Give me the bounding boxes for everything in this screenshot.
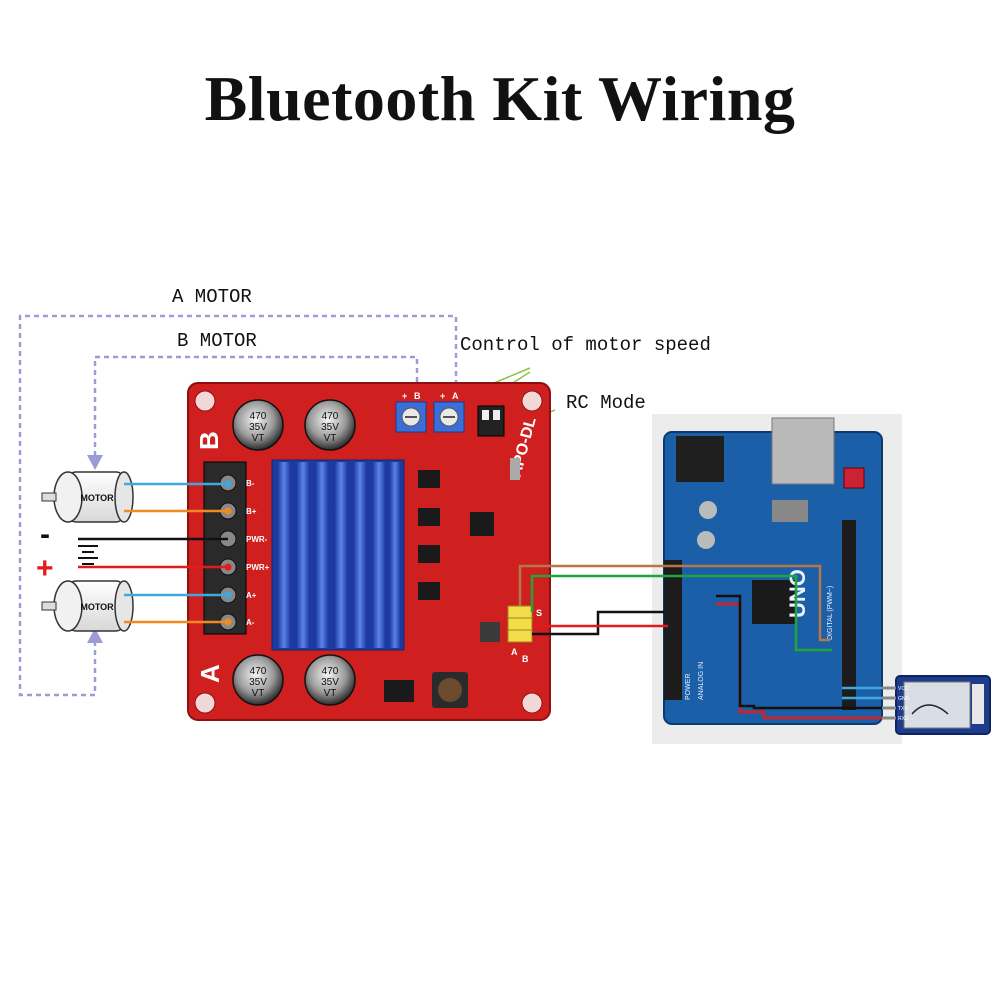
arrow-down-icon: [87, 455, 103, 470]
battery-plus: +: [36, 552, 54, 585]
svg-text:GND: GND: [898, 696, 910, 702]
svg-text:PWR+: PWR+: [246, 563, 270, 572]
svg-text:A+: A+: [246, 591, 257, 600]
wire-green-signal: [530, 574, 832, 652]
terminal-labels: B- B+ PWR- PWR+ A+ A-: [246, 479, 270, 627]
wire-contact-dots: [224, 480, 232, 626]
svg-text:B-: B-: [246, 479, 255, 488]
capacitor-bottom-left: 470 35V VT: [232, 654, 284, 706]
wires: [78, 482, 882, 720]
wire-black-bt: [716, 594, 882, 710]
arduino-digital-label: DIGITAL (PWM~): [827, 586, 834, 640]
svg-text:B: B: [522, 654, 529, 664]
bluetooth-module: VCC GND TXD RXD: [882, 675, 991, 735]
board-chips: [384, 458, 520, 708]
svg-text:B+: B+: [246, 507, 257, 516]
capacitor-top-right: 470 35V VT: [304, 399, 356, 451]
arduino-power-label: POWER: [685, 674, 692, 700]
header-labels: A B S: [511, 608, 542, 664]
svg-text:470: 470: [322, 411, 339, 422]
potentiometer-b[interactable]: [395, 401, 427, 433]
driver-board: B A APO-DL 470 35V VT 470 35V VT 470 35V…: [187, 382, 551, 721]
board-side-a: A: [195, 664, 225, 683]
svg-text:B: B: [414, 391, 421, 401]
svg-text:470: 470: [250, 666, 267, 677]
a-motor-label: A MOTOR: [172, 286, 252, 308]
svg-text:VT: VT: [324, 688, 337, 699]
svg-text:+: +: [440, 391, 445, 401]
motor-b: MOTOR: [41, 471, 134, 523]
svg-text:35V: 35V: [249, 677, 267, 688]
screw-terminal: [203, 461, 247, 635]
svg-text:470: 470: [322, 666, 339, 677]
svg-text:+: +: [402, 391, 407, 401]
svg-text:VCC: VCC: [898, 686, 909, 692]
board-side-b: B: [194, 431, 224, 450]
wire-black-gnd: [532, 610, 664, 636]
b-motor-label: B MOTOR: [177, 330, 257, 352]
svg-text:RXD: RXD: [898, 716, 909, 722]
svg-text:35V: 35V: [321, 677, 339, 688]
wire-brown-signal: [518, 564, 830, 642]
svg-text:35V: 35V: [249, 422, 267, 433]
svg-text:VT: VT: [252, 688, 265, 699]
svg-text:VT: VT: [324, 433, 337, 444]
svg-text:470: 470: [250, 411, 267, 422]
page-title: Bluetooth Kit Wiring: [204, 63, 796, 134]
battery-symbol: [78, 545, 98, 565]
arrow-up-icon: [87, 628, 103, 643]
rc-mode-label: RC Mode: [566, 392, 646, 414]
svg-text:35V: 35V: [321, 422, 339, 433]
motor-b-text: MOTOR: [80, 493, 114, 503]
svg-text:PWR-: PWR-: [246, 535, 268, 544]
svg-text:A-: A-: [246, 618, 255, 627]
capacitor-top-left: 470 35V VT: [232, 399, 284, 451]
motor-a: MOTOR: [41, 580, 134, 632]
speed-label: Control of motor speed: [460, 334, 711, 356]
battery-minus: -: [40, 518, 50, 551]
motor-a-text: MOTOR: [80, 602, 114, 612]
pot-labels: + B + A: [402, 391, 459, 401]
svg-text:TXD: TXD: [898, 706, 908, 712]
capacitor-bottom-right: 470 35V VT: [304, 654, 356, 706]
rc-mode-dip-switch[interactable]: [477, 405, 505, 437]
svg-text:VT: VT: [252, 433, 265, 444]
a-motor-dashed-line: [18, 314, 458, 697]
potentiometer-a[interactable]: [433, 401, 465, 433]
svg-text:S: S: [536, 608, 542, 618]
heatsink: [271, 459, 405, 651]
dashed-motor-lines: [18, 314, 458, 697]
wire-red-bt: [716, 602, 882, 720]
arduino-brand: UNO: [785, 569, 810, 618]
b-motor-dashed-line: [93, 355, 419, 465]
signal-header: [507, 605, 533, 643]
bluetooth-pins: [882, 686, 896, 720]
svg-text:A: A: [511, 647, 518, 657]
arduino-uno: UNO DIGITAL (PWM~) POWER ANALOG IN: [652, 414, 902, 744]
arduino-analog-label: ANALOG IN: [698, 662, 705, 700]
bluetooth-pin-labels: VCC GND TXD RXD: [898, 686, 910, 722]
svg-text:A: A: [452, 391, 459, 401]
